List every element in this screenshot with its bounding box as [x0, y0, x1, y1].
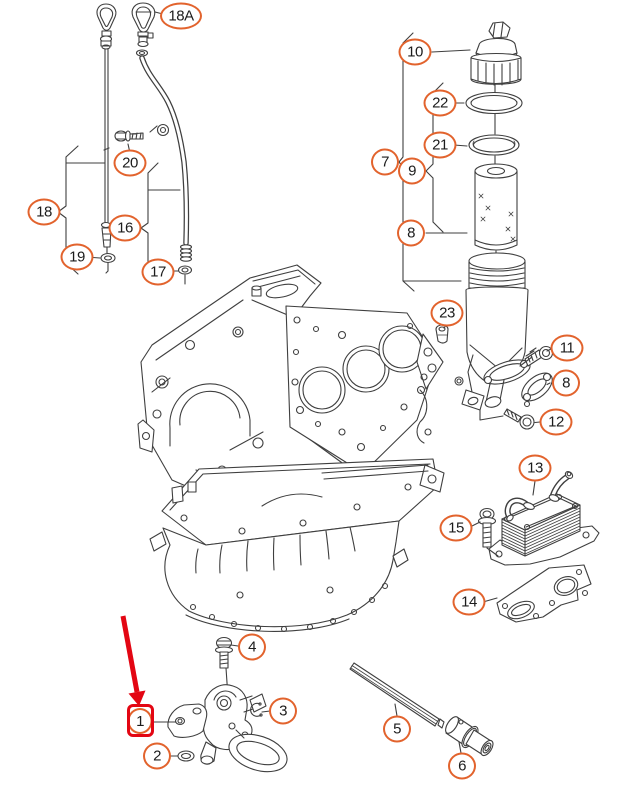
head-gasket-drawing	[285, 305, 438, 474]
dipstick-tube-drawing	[114, 2, 193, 285]
gasket-8-drawing	[521, 372, 553, 408]
callout-4[interactable]: 4	[238, 633, 266, 661]
coupling-drawing	[445, 716, 494, 757]
callout-11[interactable]: 11	[550, 334, 584, 362]
callout-label: 13	[527, 459, 543, 477]
selection-highlight-box	[127, 704, 154, 737]
callout-23[interactable]: 23	[430, 299, 464, 327]
callout-9[interactable]: 9	[398, 157, 426, 185]
callout-3[interactable]: 3	[269, 697, 297, 725]
oil-filter-cap-drawing	[470, 21, 522, 86]
callout-label: 10	[407, 43, 423, 61]
callout-label: 19	[69, 248, 85, 266]
callout-19[interactable]: 19	[60, 243, 94, 271]
callout-18[interactable]: 18	[27, 198, 61, 226]
callout-10[interactable]: 10	[398, 38, 432, 66]
callout-label: 4	[248, 638, 256, 656]
callout-2[interactable]: 2	[143, 742, 171, 770]
callout-16[interactable]: 16	[108, 214, 142, 242]
callout-label: 12	[548, 413, 564, 431]
callout-label: 6	[458, 757, 466, 775]
callout-17[interactable]: 17	[141, 258, 175, 286]
filter-element-drawing	[474, 163, 518, 259]
gasket-14-drawing	[496, 564, 592, 623]
callout-label: 9	[408, 162, 416, 180]
bolt-12-drawing	[479, 408, 535, 430]
callout-label: 8	[562, 374, 570, 392]
block-side-bracket-drawing	[416, 333, 444, 444]
bolt-15-drawing	[477, 507, 499, 557]
filter-housing-drawing	[454, 252, 539, 411]
o-ring-2-drawing	[177, 750, 195, 762]
callout-label: 20	[122, 154, 138, 172]
o-ring-21-drawing	[468, 134, 520, 156]
callout-13[interactable]: 13	[518, 454, 552, 482]
callout-6[interactable]: 6	[448, 752, 476, 780]
callout-15[interactable]: 15	[439, 514, 473, 542]
callout-label: 22	[432, 94, 448, 112]
plug-23-drawing	[435, 324, 449, 344]
callout-label: 7	[381, 153, 389, 171]
callout-label: 5	[393, 720, 401, 738]
callout-18a[interactable]: 18A	[160, 2, 202, 30]
callout-label: 17	[150, 263, 166, 281]
callout-label: 11	[559, 339, 575, 357]
oil-pan-drawing	[149, 458, 445, 633]
callout-label: 15	[448, 519, 464, 537]
callout-20[interactable]: 20	[113, 149, 147, 177]
callout-label: 18A	[168, 7, 194, 25]
leader-lines-pump	[152, 644, 271, 757]
callout-label: 14	[461, 593, 477, 611]
callout-label: 8	[407, 224, 415, 242]
callout-12[interactable]: 12	[539, 408, 573, 436]
callout-7[interactable]: 7	[371, 148, 399, 176]
callout-8-filter[interactable]: 8	[397, 219, 425, 247]
callout-label: 23	[439, 304, 455, 322]
callout-5[interactable]: 5	[383, 715, 411, 743]
bolt-4-drawing	[214, 636, 234, 669]
clip-3-drawing	[250, 702, 263, 717]
dipstick-drawing	[96, 3, 117, 274]
callout-14[interactable]: 14	[452, 588, 486, 616]
callout-label: 16	[117, 219, 133, 237]
callout-8-gasket[interactable]: 8	[552, 369, 580, 397]
callout-22[interactable]: 22	[423, 89, 457, 117]
callout-label: 2	[153, 747, 161, 765]
callout-label: 18	[36, 203, 52, 221]
oil-pump-drawing	[167, 667, 288, 773]
callout-label: 21	[432, 136, 448, 154]
oil-cooler-drawing	[488, 471, 600, 566]
engine-block-drawing	[137, 264, 357, 508]
callout-label: 1	[136, 712, 144, 730]
callout-21[interactable]: 21	[423, 131, 457, 159]
callout-label: 3	[279, 702, 287, 720]
drive-shaft-drawing	[349, 662, 462, 754]
o-ring-22-drawing	[465, 83, 523, 167]
